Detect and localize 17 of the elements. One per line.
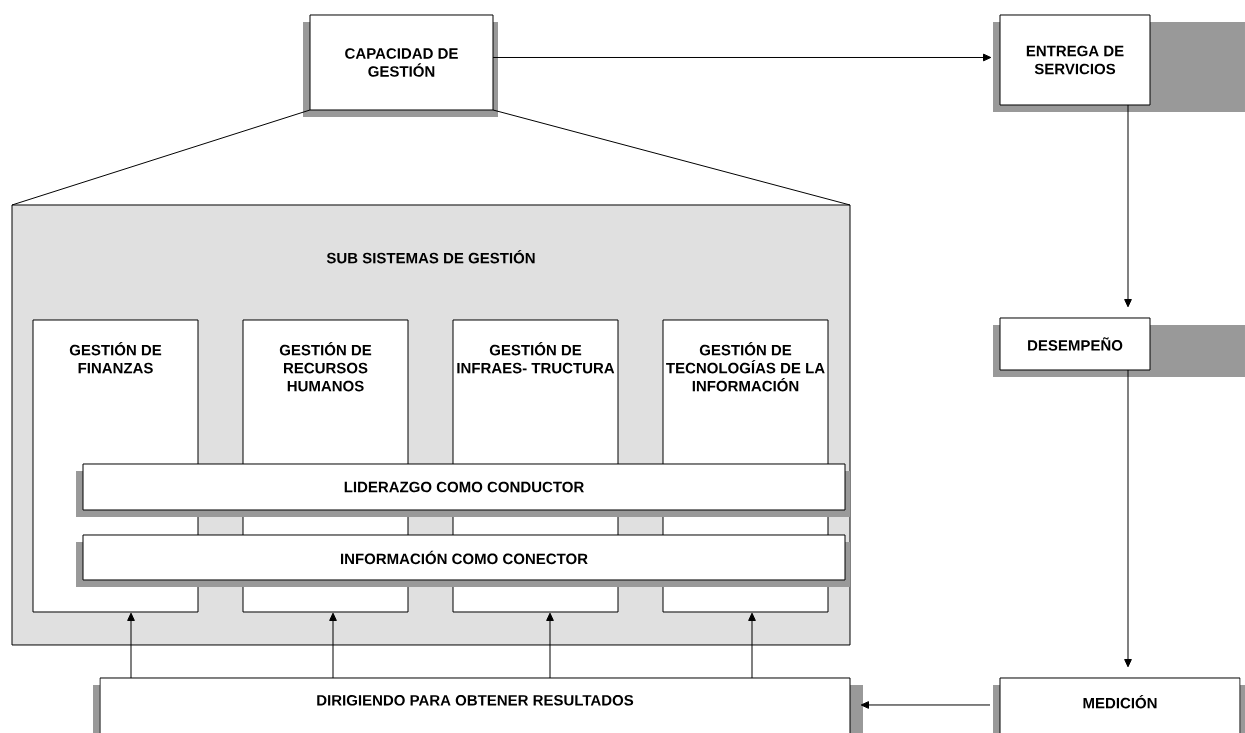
connector-line bbox=[11, 109, 311, 206]
arrow bbox=[748, 612, 756, 679]
process-box: MEDICIÓN bbox=[993, 677, 1245, 733]
arrow bbox=[329, 612, 337, 679]
band-box: LIDERAZGO COMO CONDUCTOR bbox=[76, 463, 850, 517]
process-box: ENTREGA DE SERVICIOS bbox=[993, 14, 1245, 112]
arrow bbox=[1124, 104, 1132, 308]
arrow bbox=[546, 612, 554, 679]
connector-line bbox=[492, 109, 851, 206]
process-box: CAPACIDAD DE GESTIÓN bbox=[303, 14, 498, 117]
band-box: INFORMACIÓN COMO CONECTOR bbox=[76, 534, 850, 587]
process-box: DESEMPEÑO bbox=[993, 317, 1245, 377]
arrow bbox=[1124, 369, 1132, 668]
arrow bbox=[127, 612, 135, 679]
arrow bbox=[492, 53, 992, 62]
arrow bbox=[860, 701, 991, 709]
process-box: DIRIGIENDO PARA OBTENER RESULTADOS bbox=[93, 677, 863, 733]
